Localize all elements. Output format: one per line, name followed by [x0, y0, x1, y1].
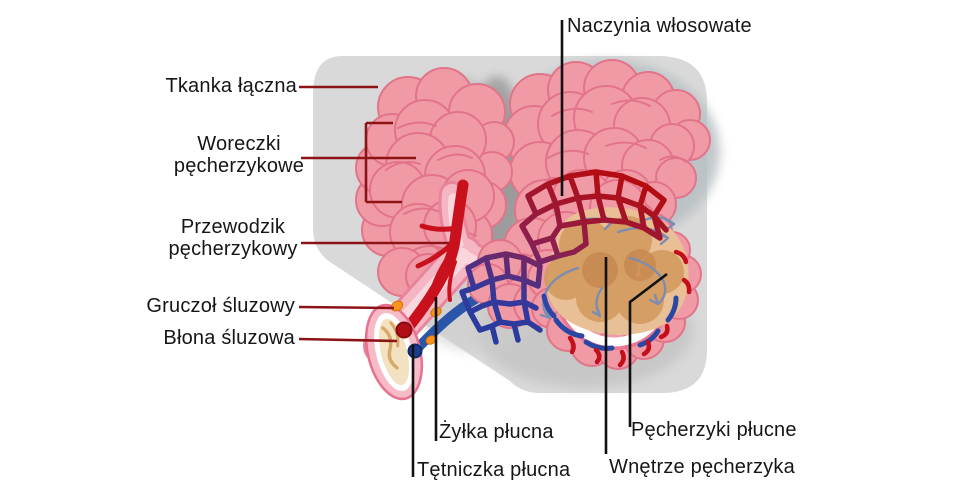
pulmonary-venule-red	[401, 179, 469, 335]
label-alveolus-interior: Wnętrze pęcherzyka	[609, 456, 795, 478]
capillary-network	[459, 169, 669, 345]
leader-lines	[298, 20, 668, 477]
leader-woreczki	[301, 121, 416, 204]
label-pulmonary-alveoli: Pęcherzyki płucne	[631, 419, 797, 441]
leader-blona	[298, 337, 398, 343]
leader-gruczol	[298, 305, 395, 310]
label-pulmonary-venule: Żyłka płucna	[439, 421, 554, 443]
label-capillaries: Naczynia włosowate	[567, 15, 752, 37]
rim-capillary-stubs	[541, 249, 692, 368]
leader-pecherzyki	[628, 272, 668, 427]
bronchiole-cut-end	[364, 300, 442, 401]
label-mucous-membrane: Błona śluzowa	[163, 327, 295, 349]
label-alveolar-duct: Przewodzik pęcherzykowy	[168, 216, 298, 261]
label-mucous-gland: Gruczoł śluzowy	[146, 295, 295, 317]
arteriole-cross-section	[407, 343, 423, 359]
label-connective-tissue: Tkanka łączna	[165, 75, 297, 97]
venule-cross-section	[395, 321, 413, 339]
label-pulmonary-arteriole: Tętniczka płucna	[417, 459, 571, 481]
label-alveolar-sacs: Woreczki pęcherzykowe	[173, 133, 305, 178]
